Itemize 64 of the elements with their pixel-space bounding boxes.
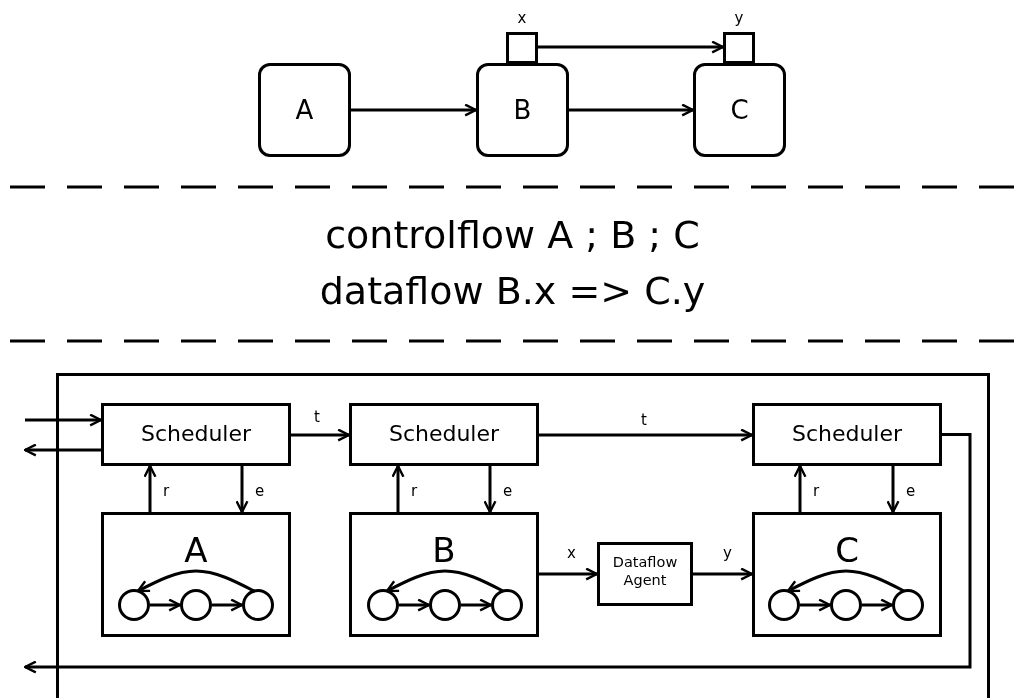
port-label: x (516, 9, 528, 28)
arrow (143, 464, 157, 512)
code-line: controlflow A ; B ; C (324, 212, 701, 258)
edge-label: t (313, 409, 321, 425)
box-label: A (294, 94, 315, 127)
state-circle (768, 589, 800, 621)
arrow (539, 428, 754, 442)
arrow (291, 428, 351, 442)
scheduler-label: Scheduler (139, 420, 253, 448)
agent-label: Dataflow Agent (611, 553, 679, 590)
agent-box (597, 542, 693, 606)
arrow (385, 569, 504, 593)
scheduler-box (752, 403, 942, 466)
scheduler-label: Scheduler (387, 420, 501, 448)
state-circle (429, 589, 461, 621)
edge-label: t (640, 412, 648, 428)
state-circle (180, 589, 212, 621)
arrow (235, 466, 249, 514)
arrow (862, 598, 894, 612)
process-box (258, 63, 351, 157)
state-circle (892, 589, 924, 621)
code-line: dataflow B.x => C.y (318, 268, 707, 314)
component-box (752, 512, 942, 637)
arrow (886, 466, 900, 514)
edge-label: r (162, 483, 171, 499)
port-label: y (733, 9, 745, 28)
component-box (349, 512, 539, 637)
scheduler-box (349, 403, 539, 466)
arrow (786, 569, 905, 593)
arrow (693, 567, 754, 581)
arrow (136, 569, 255, 593)
process-box (476, 63, 569, 157)
component-box (101, 512, 291, 637)
edge-label: r (410, 483, 419, 499)
arrow (539, 567, 599, 581)
arrow (793, 464, 807, 512)
edge-label: r (812, 483, 821, 499)
state-circle (830, 589, 862, 621)
arrow (23, 433, 972, 674)
box-label: B (512, 94, 533, 127)
arrow (483, 466, 497, 514)
arrow (399, 598, 431, 612)
component-label: A (183, 529, 209, 572)
arrow (800, 598, 832, 612)
state-circle (367, 589, 399, 621)
arrow (569, 103, 695, 117)
process-box (693, 63, 786, 157)
scheduler-label: Scheduler (790, 420, 904, 448)
component-label: C (834, 529, 860, 572)
arrow (25, 413, 103, 427)
arrow (212, 598, 244, 612)
state-circle (118, 589, 150, 621)
state-circle (491, 589, 523, 621)
arrow (351, 103, 478, 117)
arrow (391, 464, 405, 512)
box-label: C (729, 94, 750, 127)
scheduler-box (101, 403, 291, 466)
arrow (461, 598, 493, 612)
state-circle (242, 589, 274, 621)
arrow (538, 40, 725, 54)
component-label: B (431, 529, 457, 572)
arrow (150, 598, 182, 612)
system-frame (56, 373, 990, 698)
arrow (23, 443, 101, 457)
